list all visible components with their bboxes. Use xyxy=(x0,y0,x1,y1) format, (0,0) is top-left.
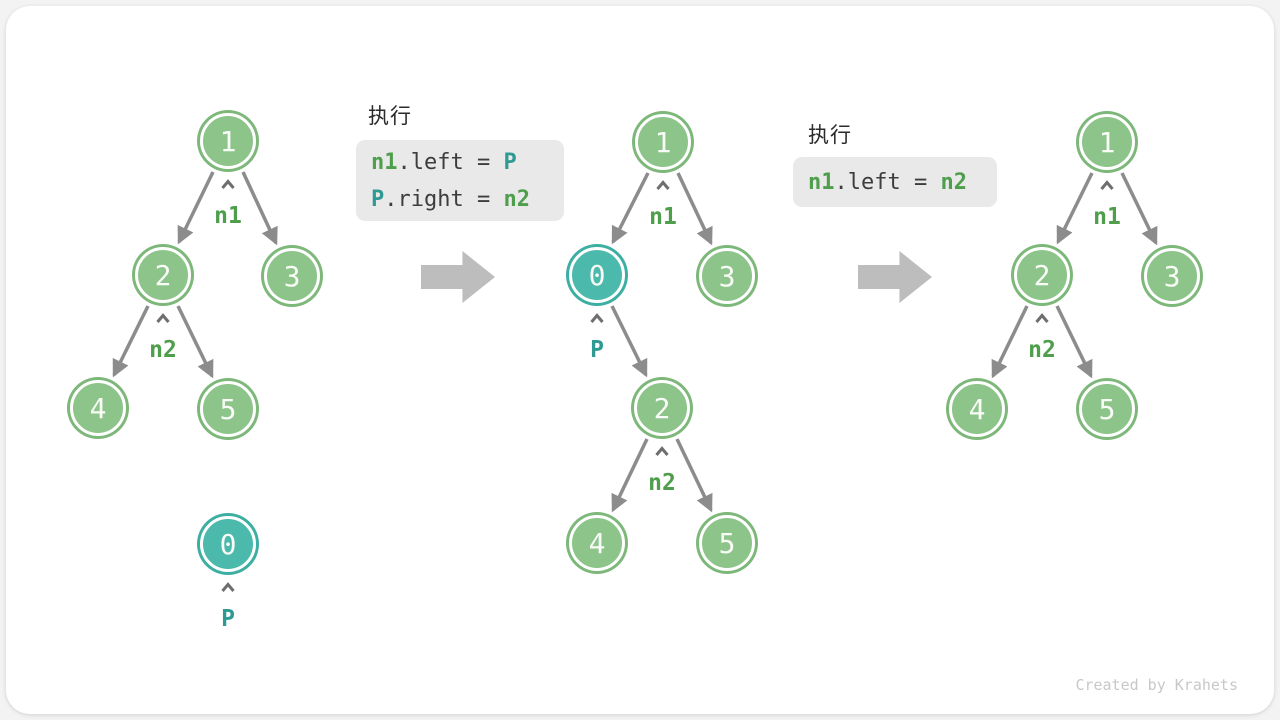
code-token: n1 xyxy=(371,149,398,175)
edge-1-2 xyxy=(1056,172,1094,245)
pointer-label-n2: n2 xyxy=(1028,337,1056,363)
tree2-node-0: 0 xyxy=(569,247,625,303)
tree3-node-1: 1 xyxy=(1079,114,1135,170)
code-panel1-box: n1.left = P P.right = n2 xyxy=(356,140,564,221)
code-token: n2 xyxy=(940,169,967,195)
caret-up-icon xyxy=(1099,178,1115,196)
code-panel2-title: 执行 xyxy=(808,124,852,147)
code-token: .left = xyxy=(397,149,504,175)
edge-2-4 xyxy=(112,305,150,378)
edge-2-5 xyxy=(1055,305,1093,379)
code-token: n1 xyxy=(808,169,835,195)
edge-1-0 xyxy=(611,172,650,245)
code-line-1: n1.left = P xyxy=(371,144,564,181)
tree1-node-5: 5 xyxy=(200,381,256,437)
caret-up-icon xyxy=(655,178,671,196)
edge-2-5 xyxy=(675,438,713,513)
caret-up-icon xyxy=(220,177,236,195)
edge-2-4 xyxy=(611,438,649,513)
tree1-node-4: 4 xyxy=(70,380,126,436)
tree2-node-4: 4 xyxy=(569,515,625,571)
tree1-node-2: 2 xyxy=(135,247,191,303)
edge-1-2 xyxy=(177,171,215,245)
caret-up-icon xyxy=(220,580,236,598)
code-token: .left = xyxy=(834,169,941,195)
edge-0-2 xyxy=(610,305,648,378)
edge-1-3 xyxy=(1120,172,1158,246)
tree3-node-3: 3 xyxy=(1144,248,1200,304)
caret-up-icon xyxy=(1034,311,1050,329)
tree2-node-5: 5 xyxy=(699,515,755,571)
pointer-label-n2: n2 xyxy=(648,470,676,496)
flow-arrow-icon xyxy=(858,251,932,303)
caret-up-icon xyxy=(654,444,670,462)
tree2-node-1: 1 xyxy=(635,114,691,170)
pointer-label-n1: n1 xyxy=(214,203,242,229)
pointer-label-p: P xyxy=(590,337,604,363)
pointer-label-p: P xyxy=(221,606,235,632)
caret-up-icon xyxy=(155,311,171,329)
tree3-node-4: 4 xyxy=(949,381,1005,437)
edge-2-5 xyxy=(176,305,214,379)
tree1-node-0: 0 xyxy=(200,516,256,572)
code-panel1-title: 执行 xyxy=(368,105,412,128)
flow-arrow-icon xyxy=(421,251,495,303)
tree2-node-3: 3 xyxy=(699,248,755,304)
caret-up-icon xyxy=(589,311,605,329)
tree2-node-2: 2 xyxy=(634,380,690,436)
pointer-label-n1: n1 xyxy=(649,204,677,230)
edge-1-3 xyxy=(676,172,713,246)
code-line-1: n1.left = n2 xyxy=(808,164,997,201)
code-line-2: P.right = n2 xyxy=(371,181,564,218)
code-panel2-box: n1.left = n2 xyxy=(793,157,997,207)
tree3-node-2: 2 xyxy=(1014,247,1070,303)
edge-2-4 xyxy=(991,305,1029,379)
tree1-node-1: 1 xyxy=(200,113,256,169)
code-token: n2 xyxy=(503,186,530,212)
tree3-node-5: 5 xyxy=(1079,381,1135,437)
pointer-label-n1: n1 xyxy=(1093,204,1121,230)
code-token: P xyxy=(371,186,385,212)
edge-1-3 xyxy=(241,171,278,246)
code-token: P xyxy=(503,149,517,175)
code-token: .right = xyxy=(384,186,504,212)
watermark: Created by Krahets xyxy=(1075,676,1238,694)
tree1-node-3: 3 xyxy=(264,248,320,304)
pointer-label-n2: n2 xyxy=(149,337,177,363)
